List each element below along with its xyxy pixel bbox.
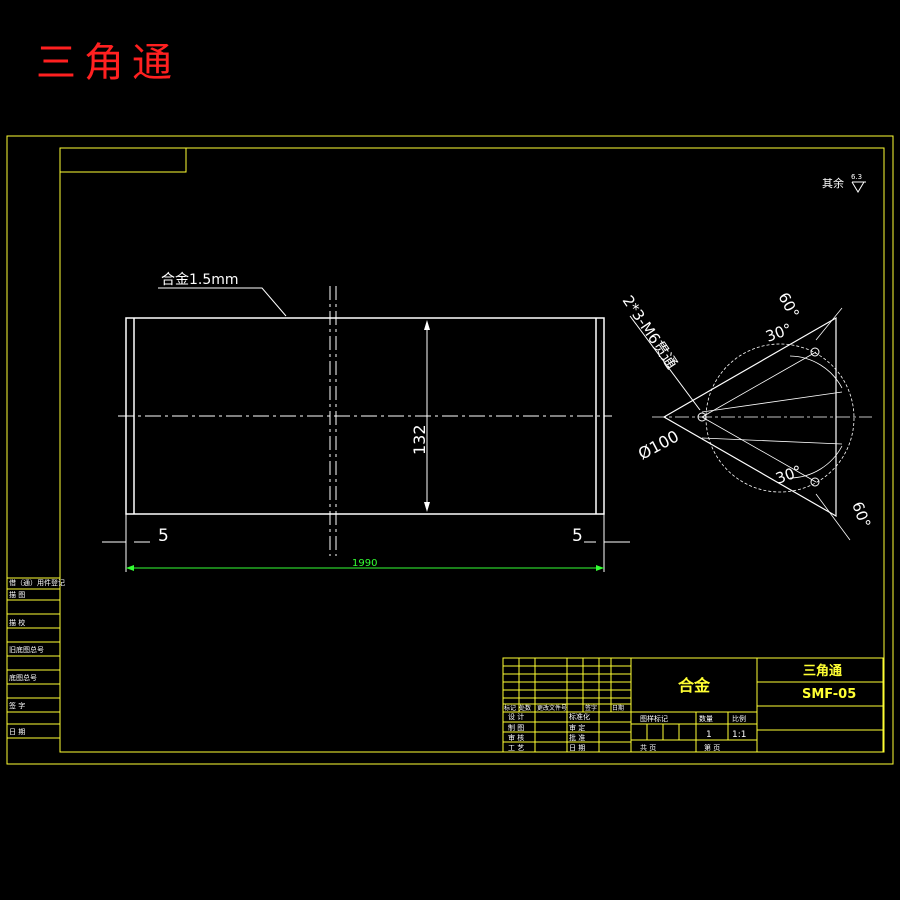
design-rows: 设 计 标准化 制 图 审 定 审 核 批 准 工 艺 日 期 (508, 712, 590, 752)
angle-upper: 30° (763, 320, 794, 346)
design-row-left: 制 图 (508, 723, 524, 732)
dim-left-gap: 5 (158, 526, 169, 546)
sheet-number: 第 页 (704, 743, 720, 752)
design-row-right: 批 准 (569, 733, 585, 742)
hole-markers (697, 347, 820, 487)
hole-callout: 2*3-M6贯通 (619, 292, 681, 372)
dim-gaps (102, 514, 630, 572)
part-code: SMF-05 (802, 687, 856, 702)
revision-headers: 标记 处数 更改文件号 签字 日期 (504, 704, 624, 712)
rev-header-count: 处数 (519, 704, 531, 712)
side-row-1: 借（通）用件登记 (9, 578, 65, 587)
design-row-left: 工 艺 (508, 744, 524, 752)
surface-note-value: 6.3 (851, 173, 862, 181)
rev-header-date: 日期 (612, 704, 624, 712)
material-name: 合金 (678, 676, 711, 695)
side-row-3: 描 校 (9, 618, 25, 627)
section-view (652, 307, 872, 541)
material-callout-text: 合金1.5mm (161, 272, 239, 288)
dim-right-gap: 5 (572, 526, 583, 546)
rev-header-sign: 签字 (585, 704, 597, 712)
design-row-left: 设 计 (508, 712, 524, 721)
dim-height: 132 (410, 320, 430, 512)
roughness-symbol-icon (851, 181, 866, 193)
part-name: 三角通 (803, 663, 842, 679)
design-row-right: 日 期 (569, 744, 585, 752)
surface-note-label: 其余 (822, 176, 844, 190)
rev-header-mark: 标记 (504, 704, 516, 712)
dim-length-text: 1990 (352, 558, 377, 569)
title-block (502, 657, 884, 753)
side-row-5: 底图总号 (9, 673, 37, 682)
center-lines (118, 286, 612, 556)
overlay-title: 三角通 (36, 40, 180, 86)
design-row-left: 审 核 (508, 733, 524, 742)
quantity-value: 1 (706, 730, 712, 740)
angle-bottom: 60° (848, 499, 874, 530)
sheet-total: 共 页 (640, 743, 656, 752)
dim-length: 1990 (126, 558, 604, 571)
scale-value: 1:1 (732, 730, 746, 740)
quantity-label: 数量 (699, 714, 713, 723)
stage-label: 图样标记 (640, 714, 668, 723)
angle-top: 60° (774, 289, 802, 321)
material-callout: 合金1.5mm (158, 272, 287, 317)
surface-note: 其余 6.3 (822, 173, 866, 193)
hole-leader (629, 315, 701, 411)
diameter-dim: Ø100 (635, 427, 682, 464)
side-row-6: 签 字 (9, 701, 25, 710)
design-row-right: 审 定 (569, 723, 585, 732)
side-table: 借（通）用件登记 描 图 描 校 旧底图总号 底图总号 签 字 日 期 (9, 578, 65, 736)
drawing-frame (6, 135, 894, 765)
side-row-2: 描 图 (9, 590, 25, 599)
angle-lower: 30° (773, 462, 804, 488)
side-row-4: 旧底图总号 (9, 645, 44, 654)
dim-height-text: 132 (410, 424, 429, 455)
design-row-right: 标准化 (569, 712, 590, 721)
scale-label: 比例 (732, 714, 746, 723)
side-row-7: 日 期 (9, 728, 25, 736)
rev-header-doc: 更改文件号 (537, 704, 567, 712)
